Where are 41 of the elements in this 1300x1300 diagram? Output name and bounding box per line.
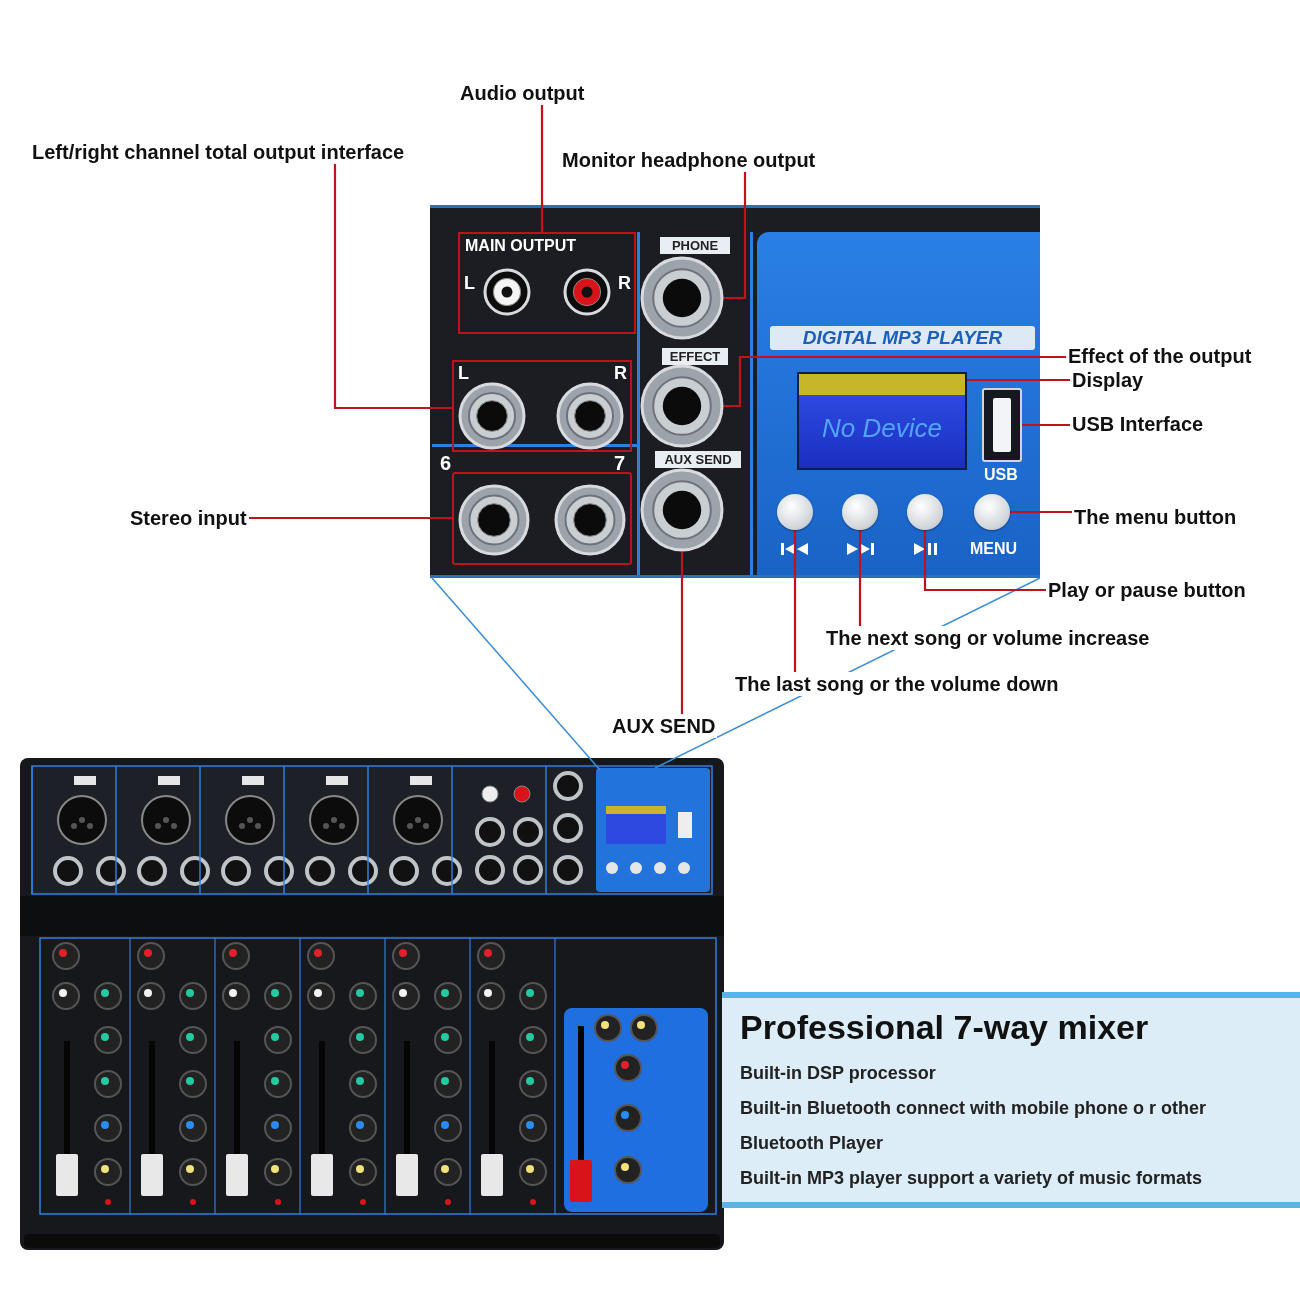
feature-text: Built-in DSP processor (740, 1062, 937, 1085)
callout-label: The last song or the volume down (733, 672, 1061, 696)
leader-line (1010, 510, 1072, 514)
panel-label: MAIN OUTPUT (465, 238, 577, 254)
panel-label: 7 (614, 453, 626, 473)
panel-label: DIGITAL MP3 PLAYER (770, 326, 1035, 350)
panel-label: L (464, 274, 475, 292)
panel-label: EFFECT (662, 348, 728, 365)
jack-socket (640, 364, 724, 448)
highlight-frame (452, 472, 632, 565)
usb-port (982, 388, 1022, 462)
banner-title: Professional 7-way mixer (740, 1007, 1150, 1048)
leader-line (248, 516, 452, 520)
info-banner (722, 992, 1300, 1208)
highlight-frame (458, 232, 636, 334)
jack-socket (640, 468, 724, 552)
panel-label: 6 (440, 453, 452, 473)
feature-text: Built-in MP3 player support a variety of music formats (740, 1167, 1204, 1190)
panel-label: MENU (970, 541, 1018, 557)
callout-label: The next song or volume increase (824, 626, 1152, 650)
leader-line (793, 530, 797, 672)
panel-label: PHONE (660, 237, 730, 254)
display-text: No Device (822, 412, 942, 444)
panel-label: AUX SEND (655, 451, 741, 468)
leader-line (724, 172, 747, 300)
panel-label: USB (984, 467, 1018, 483)
leader-line (1022, 423, 1070, 427)
leader-line (858, 530, 862, 626)
leader-line (680, 552, 684, 714)
leader-line (333, 164, 452, 410)
panel-label: L (458, 364, 469, 382)
leader-line (540, 105, 544, 232)
leader-line (923, 530, 1046, 592)
leader-line (724, 355, 1066, 408)
panel-label: R (614, 364, 627, 382)
lcd-display (797, 372, 967, 470)
jack-socket (640, 256, 724, 340)
leader-line (967, 378, 1070, 382)
panel-label: R (618, 274, 631, 292)
feature-text: Built-in Bluetooth connect with mobile phone o r other Bluetooth Player (740, 1097, 1207, 1155)
highlight-frame (452, 360, 632, 452)
